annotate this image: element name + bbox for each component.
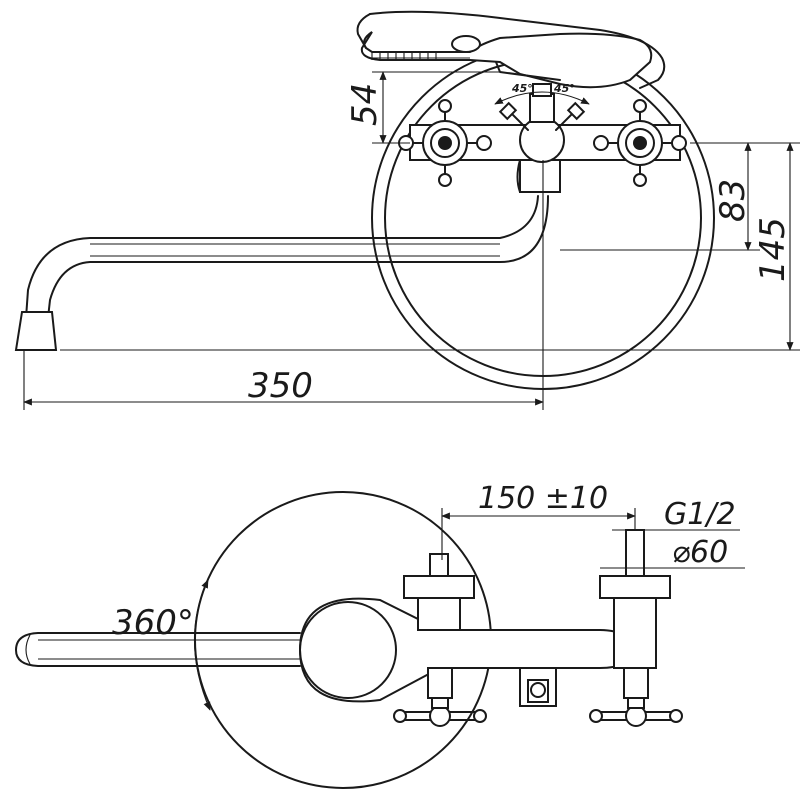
dim-145: 145 [60, 142, 800, 351]
dim-350-label: 350 [248, 366, 313, 406]
dim-145-label: 145 [753, 217, 793, 282]
rotation-arrow [193, 579, 211, 711]
right-inlet [589, 529, 683, 727]
swivel-circle [299, 601, 397, 699]
spout-plan [15, 632, 301, 667]
dim-350: 350 [23, 160, 544, 410]
dim-g12: G1/2 [612, 497, 740, 532]
top-view: 360° [15, 481, 745, 789]
spout [14, 195, 549, 351]
angle-right-label: 45° [553, 82, 575, 95]
left-valve-handle [398, 99, 492, 187]
dim-150-label: 150 ±10 [478, 481, 608, 516]
dim-54: 54 [345, 71, 500, 144]
dim-150: 150 ±10 [441, 481, 636, 560]
dim-g12-label: G1/2 [664, 497, 736, 532]
dim-54-label: 54 [345, 83, 385, 126]
dim-60-label: ⌀60 [672, 535, 728, 570]
spout-aerator [14, 311, 58, 351]
diverter-knob [519, 667, 557, 707]
switch-angle-arc [494, 91, 590, 105]
left-inlet [393, 553, 487, 727]
swivel-body [298, 597, 632, 703]
dim-83: 83 [560, 142, 760, 251]
front-view: 45° 45° 54 83 145 350 [14, 10, 800, 410]
shower-head [356, 10, 666, 89]
right-valve-handle [593, 99, 687, 187]
dim-83-label: 83 [713, 179, 753, 222]
dim-60: ⌀60 [600, 535, 745, 570]
rotation-label: 360° [112, 603, 194, 643]
angle-left-label: 45° [511, 82, 533, 95]
